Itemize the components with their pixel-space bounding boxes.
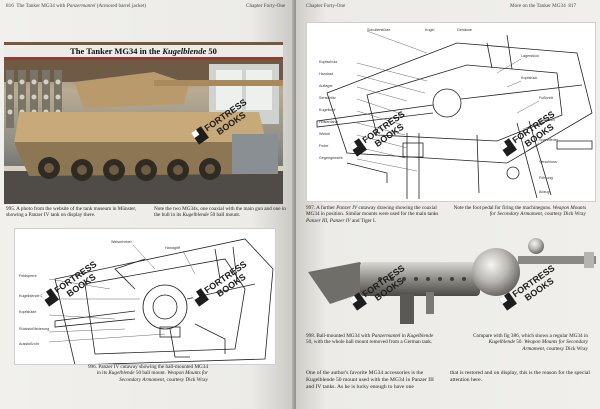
label-huelsenfang: Hülsenfang bbox=[319, 120, 338, 124]
label-abzug: Abzug bbox=[539, 190, 549, 194]
left-page: 816 The Tanker MG34 with Panzermantel (A… bbox=[0, 0, 296, 409]
caption-995: 995. A photo from the website of the tan… bbox=[6, 206, 137, 219]
label-spannfeder: Spannfeder bbox=[539, 138, 559, 142]
right-running-head-left: Chapter Forty-One bbox=[306, 3, 346, 9]
photo-title: The Tanker MG34 in the Kugelblende 50 bbox=[4, 45, 283, 57]
mg34-ball-mount-photo bbox=[300, 232, 596, 332]
label-handrad: Handrad bbox=[319, 72, 333, 76]
label-sehschlitz: Sehschlitz bbox=[319, 96, 336, 100]
label-weiserhebel: Weiserhebel bbox=[111, 240, 132, 244]
figure-997-cutaway: Schulterstütze Kugel Kopfschutz Handrad … bbox=[306, 22, 596, 202]
right-running-head: More on the Tanker MG34 817 bbox=[510, 3, 577, 9]
label-kopfstueck: Kopfstück bbox=[521, 76, 537, 80]
tank-photo: The Tanker MG34 in the Kugelblende 50 bbox=[4, 42, 283, 204]
label-winkel: Winkel bbox=[319, 132, 330, 136]
label-feldsperre: Feldsperre bbox=[19, 274, 37, 278]
label-rueckstoss: Rückstoßfederung bbox=[19, 327, 49, 331]
caption-996: 996. Panzer IV cutaway showing the ball-… bbox=[87, 364, 208, 383]
label-handgriff: Handgriff bbox=[165, 246, 181, 250]
label-kugelblende: Kugelblende 50 bbox=[19, 294, 45, 298]
body-paragraph-left: One of the author's favorite MG34 access… bbox=[306, 370, 434, 390]
left-running-head-fragment: Chapter Forty-One bbox=[246, 3, 286, 9]
caption-997-note: Note the foot pedal for firing the machi… bbox=[453, 205, 586, 218]
label-verschluss: Verschluss bbox=[539, 160, 557, 164]
left-running-head: 816 The Tanker MG34 with Panzermantel (A… bbox=[6, 3, 147, 9]
label-gehaeuse: Gehäuse bbox=[457, 28, 472, 32]
caption-997: 997. A further Panzer IV cutaway drawing… bbox=[306, 205, 439, 224]
label-kopfschutz: Kopfschutz bbox=[319, 60, 337, 64]
label-gegengewicht: Gegengewicht bbox=[319, 156, 343, 160]
body-paragraph-right: that is restored and on display, this is… bbox=[450, 370, 590, 383]
label-kopfstuetze: Kopfstütze bbox=[19, 310, 36, 314]
label-ausgleich: Ausgleich bbox=[539, 118, 555, 122]
label-schulterstuetze: Schulterstütze bbox=[367, 28, 390, 32]
label-kugel: Kugel bbox=[425, 28, 435, 32]
caption-995-note: Note the two MG34s, one coaxial with the… bbox=[154, 206, 286, 219]
caption-998: 998. Ball-mounted MG34 with Panzermantel… bbox=[306, 333, 434, 346]
label-kugelkopf: Kugelkopf bbox=[319, 108, 336, 112]
label-fussbrett: Fußbrett bbox=[539, 96, 553, 100]
label-ausstossrohr: Ausstoßrohr bbox=[19, 342, 40, 346]
label-lagerstueck: Lagerstück bbox=[521, 54, 539, 58]
label-feder: Feder bbox=[319, 144, 329, 148]
label-auflager: Auflager bbox=[319, 84, 334, 88]
right-page: Chapter Forty-One More on the Tanker MG3… bbox=[296, 0, 600, 409]
label-fuehrung: Führung bbox=[539, 176, 553, 180]
caption-999: Compare with fig 386, which shows a regu… bbox=[473, 333, 588, 352]
figure-996-cutaway: Weiserhebel Kugelblende 50 Feldsperre Ko… bbox=[14, 228, 276, 365]
